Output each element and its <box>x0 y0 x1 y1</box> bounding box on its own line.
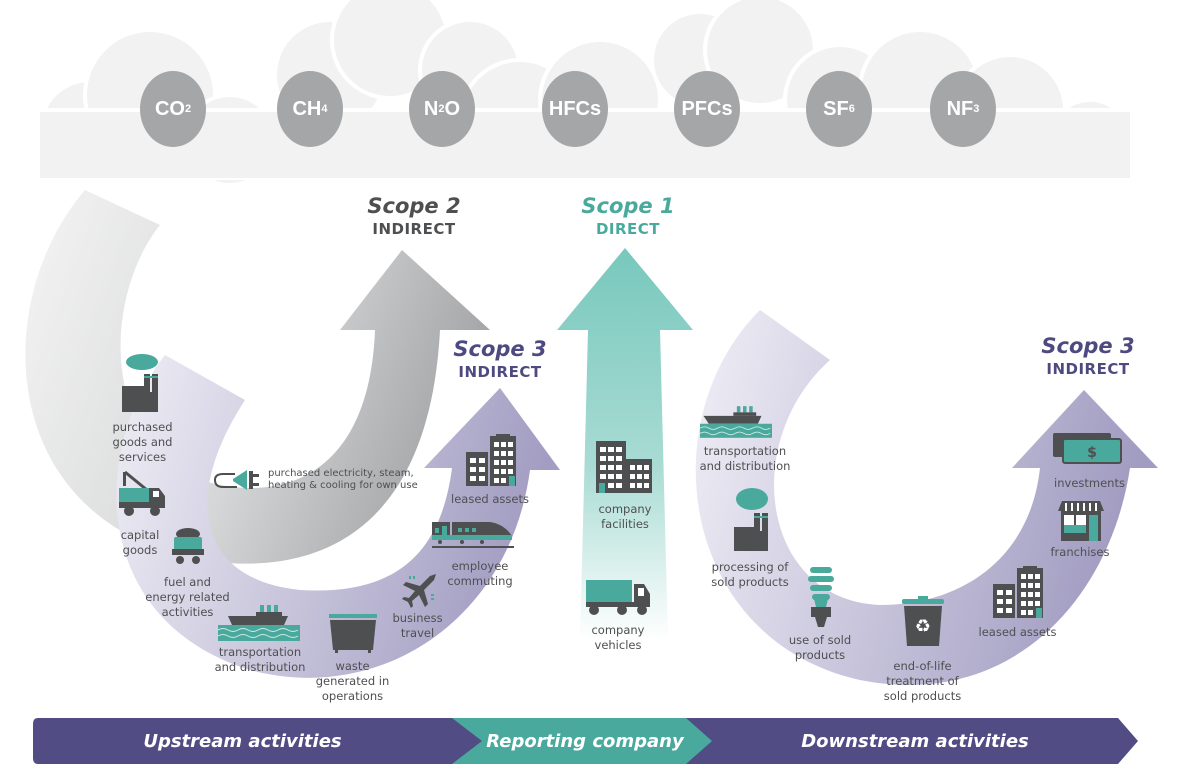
crane-truck-icon <box>119 470 165 516</box>
building-icon <box>993 566 1043 618</box>
label-franchises: franchises <box>1050 545 1110 559</box>
recycle-bin-icon: ♻ <box>902 596 944 646</box>
train-icon <box>432 522 514 548</box>
ship-icon <box>700 406 772 438</box>
label-use-of-sold-products: use of sold products <box>788 633 852 662</box>
coal-cart-icon <box>172 528 204 564</box>
label-capital-goods: capital goods <box>120 528 160 557</box>
truck-icon <box>586 580 650 615</box>
scope2-arrow <box>25 190 490 564</box>
scope3-downstream-heading: Scope 3 INDIRECT <box>1028 333 1148 379</box>
svg-text:♻: ♻ <box>915 616 931 637</box>
label-fuel-energy: fuel and energy related activities <box>145 575 230 619</box>
label-downstream-leased-assets: leased assets <box>978 625 1057 639</box>
label-waste: waste generated in operations <box>315 659 390 703</box>
factory-icon <box>734 488 768 551</box>
label-business-travel: business travel <box>392 611 443 640</box>
label-downstream-transport: transportation and distribution <box>699 444 791 473</box>
scope1-title: Scope 1 <box>581 194 675 218</box>
label-upstream-transport: transportation and distribution <box>214 645 306 674</box>
scope3-upstream-subtitle: INDIRECT <box>458 363 542 381</box>
gas-pfcs: PFCs <box>674 71 740 147</box>
label-purchased-electricity: purchased electricity, steam, heating & … <box>268 468 418 491</box>
scope3-downstream-title: Scope 3 <box>1041 334 1135 358</box>
scope3-upstream-heading: Scope 3 INDIRECT <box>440 336 560 382</box>
reporting-band-shape <box>452 718 715 764</box>
reporting-company-band: Reporting company <box>486 730 684 752</box>
scope3-upstream-arrow <box>116 355 561 678</box>
label-processing: processing of sold products <box>711 560 789 589</box>
storefront-icon <box>1058 501 1104 541</box>
dumpster-icon <box>329 614 377 653</box>
gas-hfcs: HFCs <box>542 71 608 147</box>
ship-icon <box>218 605 300 641</box>
scope3-upstream-title: Scope 3 <box>453 337 547 361</box>
money-icon: $ <box>1053 433 1122 464</box>
upstream-activities-band: Upstream activities <box>143 730 342 752</box>
scope2-title: Scope 2 <box>367 194 461 218</box>
upstream-band-shape <box>33 718 485 764</box>
scope1-subtitle: DIRECT <box>595 220 661 238</box>
svg-text:$: $ <box>1087 445 1097 461</box>
scope2-subtitle: INDIRECT <box>372 220 456 238</box>
downstream-band-shape <box>686 718 1138 764</box>
airplane-icon <box>402 574 436 608</box>
label-end-of-life: end-of-life treatment of sold products <box>883 659 962 703</box>
scope2-heading: Scope 2 INDIRECT <box>354 193 474 239</box>
label-purchased-goods: purchased goods and services <box>112 420 173 464</box>
label-company-vehicles: company vehicles <box>591 623 645 652</box>
building-icon <box>466 434 516 486</box>
factory-icon <box>122 354 158 412</box>
scope1-heading: Scope 1 DIRECT <box>568 193 688 239</box>
plug-icon <box>213 470 259 490</box>
label-employee-commuting: employee commuting <box>447 559 513 588</box>
label-investments: investments <box>1054 476 1125 490</box>
label-company-facilities: company facilities <box>598 502 652 531</box>
scope3-downstream-subtitle: INDIRECT <box>1046 360 1130 378</box>
downstream-activities-band: Downstream activities <box>801 730 1029 752</box>
label-upstream-leased-assets: leased assets <box>451 492 529 506</box>
company-building-icon <box>596 441 652 493</box>
lightbulb-icon <box>808 567 834 627</box>
